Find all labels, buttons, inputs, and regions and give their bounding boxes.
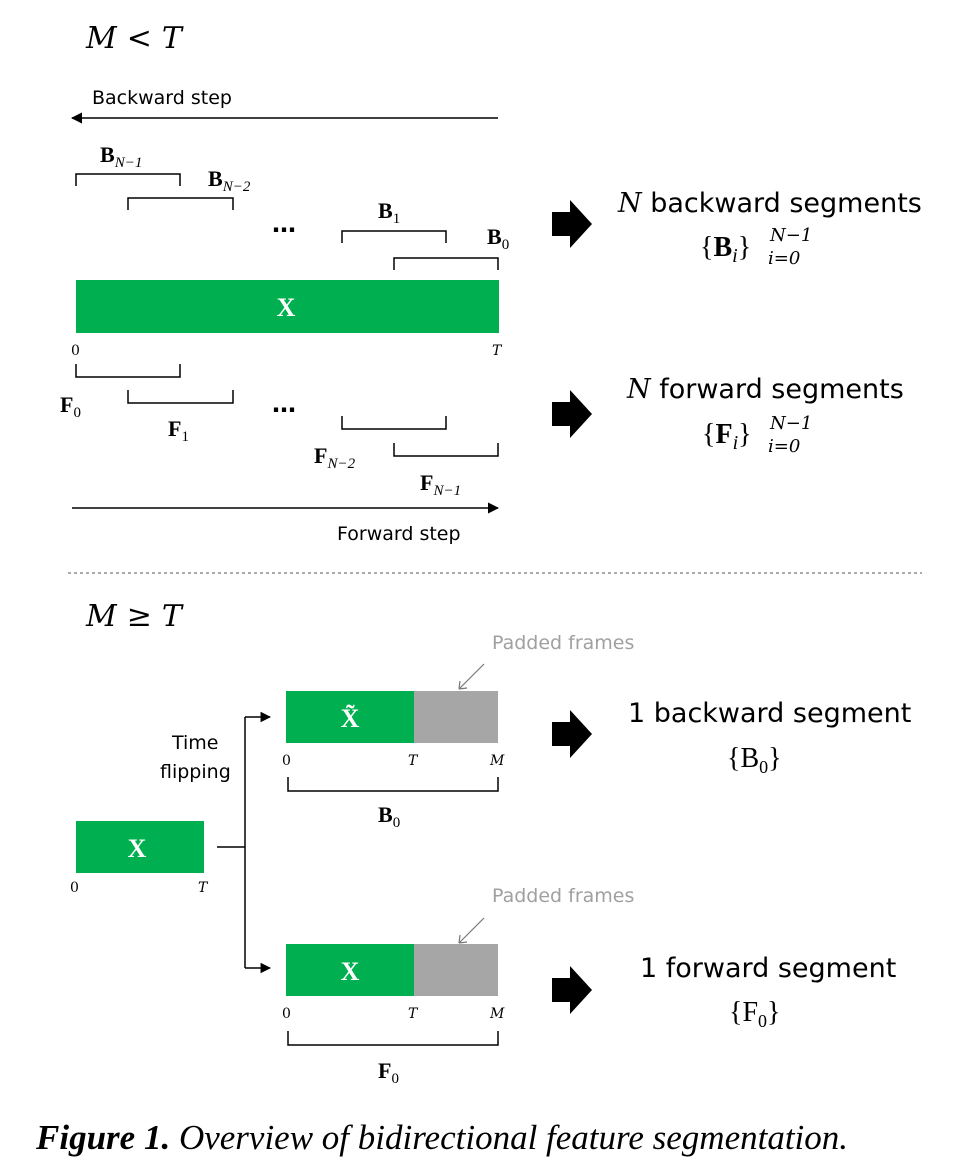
label-b-n2: BN−2 <box>208 166 251 195</box>
figure-caption: Figure 1. Overview of bidirectional feat… <box>36 1118 936 1158</box>
time-flipping-label-line1: Time <box>171 732 219 754</box>
result-one-backward-segment: 1 backward segment <box>628 698 911 729</box>
label-b0-bottom: B0 <box>378 802 400 831</box>
label-f-0: F0 <box>60 392 81 421</box>
bracket-f-n2 <box>341 416 447 430</box>
result-forward-set-sup: N−1 <box>769 413 812 434</box>
padded-frames-pointer-head-bottom <box>458 934 468 944</box>
result-backward-set-sub: i=0 <box>768 248 800 269</box>
original-feature-bar <box>76 821 204 873</box>
tick-0-original: 0 <box>70 880 79 896</box>
ellipsis-top-forward: … <box>272 390 296 418</box>
backward-step-label: Backward step <box>92 87 232 109</box>
bracket-f0-bottom <box>287 1031 499 1046</box>
tick-m-flipped: M <box>489 753 505 769</box>
tick-0-top: 0 <box>71 343 80 359</box>
result-backward-segments: N backward segments <box>617 188 922 219</box>
bracket-b0-bottom <box>287 777 499 792</box>
bracket-f-0 <box>75 364 181 378</box>
result-forward-set-sub: i=0 <box>768 436 800 457</box>
label-f-1: F1 <box>168 416 189 445</box>
padded-frames-pointer-head-top <box>458 680 468 690</box>
padded-region-bottom <box>414 944 498 996</box>
padded-frames-pointer-bottom <box>458 917 485 944</box>
flipped-feature-bar <box>286 691 414 743</box>
tick-t-top: T <box>492 343 503 359</box>
result-forward-segments: N forward segments <box>626 374 904 405</box>
result-arrow-forward-bottom <box>552 966 592 1014</box>
result-arrow-backward-top <box>552 200 592 248</box>
tick-m-padded: M <box>489 1006 505 1022</box>
result-arrow-backward-bottom <box>552 710 592 758</box>
label-f0-bottom: F0 <box>378 1058 399 1087</box>
tick-t-padded: T <box>408 1006 419 1022</box>
label-b-n1: BN−1 <box>100 142 142 171</box>
tick-0-flipped: 0 <box>282 753 291 769</box>
bracket-b-0 <box>393 257 499 270</box>
feature-bar-x <box>76 280 499 333</box>
bracket-b-1 <box>341 230 447 243</box>
tick-t-flipped: T <box>408 753 419 769</box>
flipped-feature-label: X̃ <box>341 704 360 733</box>
padded-feature-label: X <box>341 957 360 986</box>
label-f-n1: FN−1 <box>420 470 461 499</box>
result-forward-set: {Fi} <box>702 419 752 454</box>
result-backward-set-sup: N−1 <box>769 225 812 246</box>
label-b-0: B0 <box>487 224 509 253</box>
feature-bar-x-label: X <box>277 293 296 322</box>
figure-caption-label: Figure 1. <box>36 1118 171 1157</box>
bracket-f-n1 <box>393 443 499 457</box>
label-b-1: B1 <box>378 198 400 227</box>
tick-t-original: T <box>198 880 209 896</box>
padded-feature-bar <box>286 944 414 996</box>
segmentation-diagram: M<T Backward step BN−1 BN−2 … B1 B0 X 0 … <box>60 21 922 1087</box>
time-flipping-label-line2: flipping <box>160 761 231 783</box>
result-backward-set: {Bi} <box>700 232 751 267</box>
label-f-n2: FN−2 <box>314 443 356 472</box>
bracket-b-n2 <box>127 197 234 210</box>
bracket-f-1 <box>127 390 234 404</box>
padded-frames-label-top: Padded frames <box>492 632 634 654</box>
tick-0-padded: 0 <box>282 1006 291 1022</box>
original-feature-label: X <box>128 834 147 863</box>
result-one-backward-set: {B0} <box>727 743 782 777</box>
top-condition: M<T <box>85 21 184 56</box>
bracket-b-n1 <box>75 173 181 186</box>
ellipsis-top-backward: … <box>272 210 296 238</box>
padded-frames-label-bottom: Padded frames <box>492 885 634 907</box>
result-arrow-forward-top <box>552 390 592 438</box>
padded-frames-pointer-top <box>458 663 485 690</box>
figure-caption-text: Overview of bidirectional feature segmen… <box>170 1118 849 1157</box>
padded-region-top <box>414 691 498 743</box>
bottom-condition: M≥T <box>85 599 184 634</box>
result-one-forward-set: {F0} <box>729 997 780 1031</box>
result-one-forward-segment: 1 forward segment <box>640 953 896 984</box>
forward-step-label: Forward step <box>337 523 461 545</box>
